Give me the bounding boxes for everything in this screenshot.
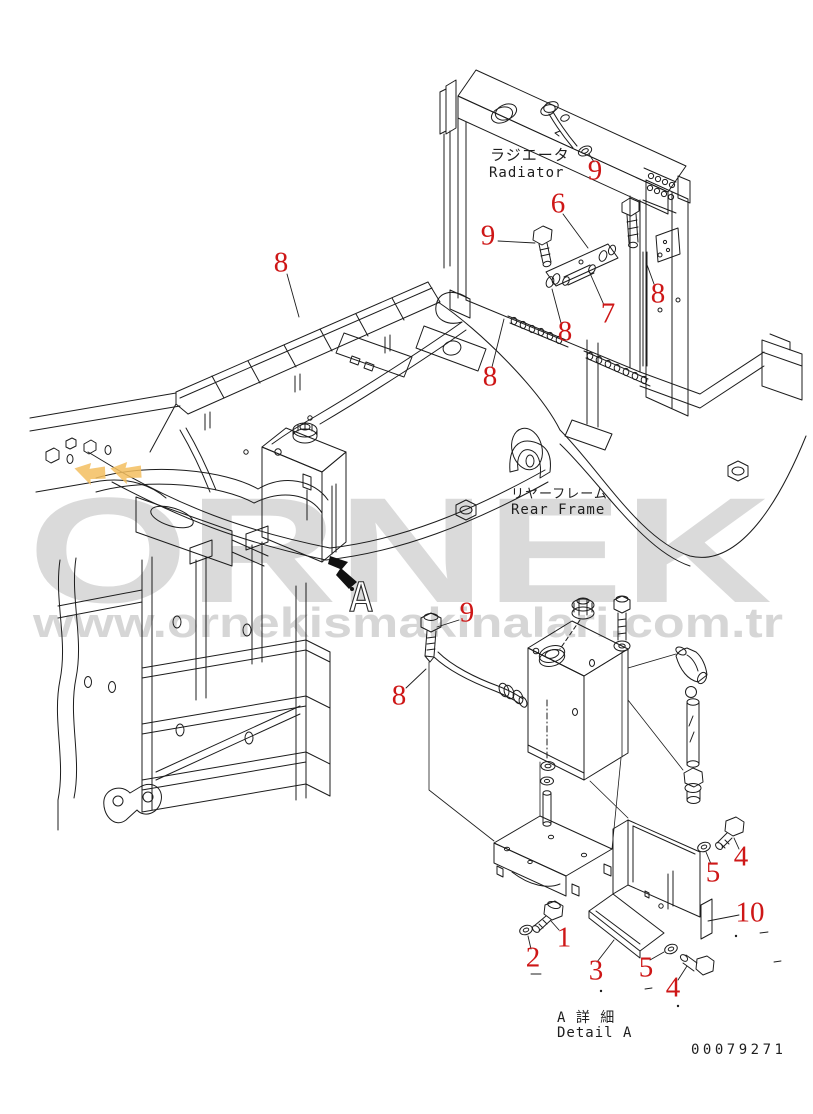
- callout-part-8: 8: [391, 679, 407, 712]
- callout-part-9: 9: [459, 596, 475, 629]
- callout-part-10: 10: [735, 896, 765, 929]
- radiator-label-jp: ラジエータ: [490, 146, 570, 164]
- callout-part-9: 9: [587, 154, 603, 187]
- view-arrow-speck: [350, 587, 354, 591]
- rear-frame-drawing: [29, 301, 807, 567]
- detail-a-label-jp: A 詳 細: [557, 1010, 616, 1026]
- callout-part-8: 8: [273, 246, 289, 279]
- detail-a-drawing: [420, 595, 745, 976]
- callout-part-5: 5: [638, 951, 654, 984]
- reservoir-tank-drawing: [261, 422, 347, 563]
- rear-frame-label-jp: リヤーフレーム: [511, 487, 608, 502]
- callout-part-2: 2: [525, 941, 541, 974]
- radiator-label-en: Radiator: [489, 165, 565, 181]
- callout-part-8: 8: [650, 277, 666, 310]
- callout-part-4: 4: [665, 971, 681, 1004]
- view-marker-a: A: [349, 575, 373, 621]
- callout-part-6: 6: [550, 187, 566, 220]
- support-rack-drawing: [56, 468, 331, 831]
- callout-part-8: 8: [482, 360, 498, 393]
- highlight-arrows: [74, 462, 142, 486]
- radiator-drawing: [439, 69, 691, 417]
- stray-marks: [530, 931, 782, 1008]
- callout-part-7: 7: [600, 297, 616, 330]
- rear-frame-label-en: Rear Frame: [511, 502, 606, 518]
- callout-leader-lines: [286, 153, 740, 981]
- callout-part-9: 9: [480, 219, 496, 252]
- watermark-url: www.ornekismakinalari.com.tr: [32, 599, 783, 646]
- callout-part-4: 4: [733, 840, 749, 873]
- callout-part-8: 8: [557, 315, 573, 348]
- callout-part-3: 3: [588, 954, 604, 987]
- highlight-arrow-icon: [74, 463, 106, 486]
- drawing-number: 00079271: [691, 1042, 787, 1058]
- callout-part-5: 5: [705, 856, 721, 889]
- fin-band-drawing: [175, 281, 441, 431]
- view-arrow-icon: [328, 556, 357, 589]
- highlight-arrow-icon: [110, 462, 142, 485]
- callout-part-1: 1: [556, 921, 572, 954]
- hose-drawing: [271, 291, 469, 445]
- detail-a-label-en: Detail A: [557, 1025, 633, 1041]
